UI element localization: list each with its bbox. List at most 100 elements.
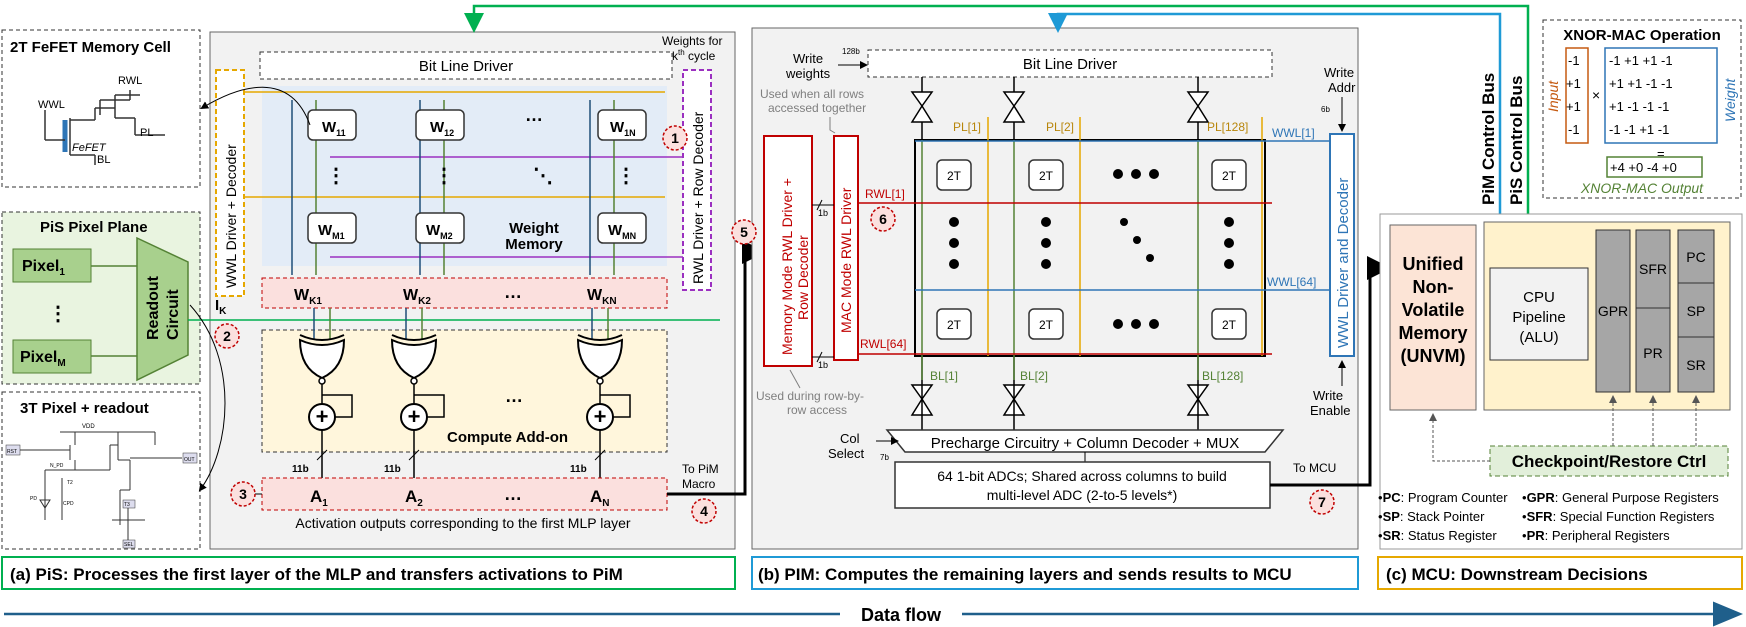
bits-7b: 7b: [880, 453, 889, 462]
pl1-label: PL[1]: [953, 120, 981, 134]
step-5: 5: [740, 224, 748, 240]
pl128-label: PL[128]: [1207, 120, 1248, 134]
data-flow-label: Data flow: [861, 605, 942, 625]
svg-text:Pipeline: Pipeline: [1512, 309, 1565, 326]
pl2-label: PL[2]: [1046, 120, 1074, 134]
pixel-dots: ⋮: [48, 303, 68, 325]
compute-addon-label: Compute Add-on: [447, 429, 568, 446]
svg-text:CPU: CPU: [1523, 289, 1555, 306]
output-label: XNOR-MAC Output: [1580, 180, 1704, 196]
wm1: WM1: [318, 222, 345, 241]
write-weights-line2: weights: [785, 66, 831, 81]
used-row-line1: Used during row-by-: [756, 389, 864, 403]
write-enable-line2: Enable: [1310, 403, 1350, 418]
input-3: -1: [1568, 122, 1580, 137]
weight-row-0: -1 +1 +1 -1: [1609, 53, 1673, 68]
px-t3: T3: [124, 502, 130, 508]
used-all-line2: accessed together: [768, 101, 866, 115]
write-addr-line2: Addr: [1328, 80, 1356, 95]
compute-dots: …: [505, 386, 523, 406]
rwl64-label: RWL[64]: [860, 337, 906, 351]
sfr-label: SFR: [1639, 261, 1667, 277]
w-col2-dots: ⋮: [434, 165, 454, 187]
pim-bus-label: PiM Control Bus: [1479, 73, 1498, 205]
cell-m-2: 2T: [1039, 318, 1054, 332]
wmn: WMN: [608, 222, 636, 241]
cpu-text: CPU Pipeline (ALU): [1512, 289, 1565, 346]
xnor-mac-panel: XNOR-MAC Operation Input -1 +1 +1 -1 × -…: [1542, 19, 1742, 199]
adc-line1: 64 1-bit ADCs; Shared across columns to …: [937, 468, 1226, 484]
sp-label: SP: [1687, 303, 1706, 319]
to-pim-line1: To PiM: [682, 462, 719, 476]
wk1: WK1: [294, 287, 322, 307]
mcu-legend: •PC: Program Counter •SP: Stack Pointer …: [1378, 490, 1719, 543]
step-markers: 1 2 3 4 5 6 7: [214, 125, 1335, 524]
px-rst: RST: [7, 449, 17, 455]
pis-rwl-driver: RWL Driver + Row Decoder: [690, 111, 706, 284]
bits-an: 11b: [570, 464, 587, 475]
step-6: 6: [879, 211, 887, 227]
pis-bus-label: PiS Control Bus: [1507, 76, 1526, 205]
write-weights-line1: Write: [793, 51, 823, 66]
pixel-plane-title: PiS Pixel Plane: [40, 219, 148, 236]
px-pd: PD: [30, 496, 37, 502]
px-npd: N_PD: [50, 463, 64, 469]
weight-row-2: +1 -1 -1 -1: [1609, 99, 1669, 114]
mac-mode-driver: MAC Mode RWL Driver: [838, 187, 854, 333]
precharge-label: Precharge Circuitry + Column Decoder + M…: [931, 435, 1239, 452]
output-vec: +4 +0 -4 +0: [1610, 160, 1677, 175]
bl128-label: BL[128]: [1202, 369, 1243, 383]
w1n: W1N: [610, 119, 636, 138]
cell-1-2: 2T: [1039, 169, 1054, 183]
to-mcu-label: To MCU: [1293, 461, 1336, 475]
to-pim-line2: Macro: [682, 477, 716, 491]
fefet-pl-label: PL: [140, 127, 153, 139]
svg-text:Memory: Memory: [1398, 323, 1467, 343]
rwl1-label: RWL[1]: [865, 187, 905, 201]
w-row-dots: …: [525, 105, 543, 125]
a2: A2: [405, 487, 423, 509]
step-1: 1: [671, 130, 679, 146]
col-select-line1: Col: [840, 431, 860, 446]
pixel-plane-panel: PiS Pixel Plane Pixel1 ⋮ PixelM Readout …: [1, 211, 201, 385]
a-dots: …: [504, 484, 522, 504]
bits-1b-a: 1b: [818, 208, 828, 218]
memory-mode-driver-line2: Row Decoder: [795, 235, 811, 320]
wk-dots: …: [504, 282, 522, 302]
input-0: -1: [1568, 53, 1580, 68]
svg-text:+: +: [316, 404, 329, 429]
input-1: +1: [1566, 76, 1581, 91]
pixel3t-panel: 3T Pixel + readout VD: [1, 391, 201, 550]
px-sel: SEL: [124, 542, 134, 548]
pr-label: PR: [1643, 345, 1662, 361]
svg-text:+: +: [594, 404, 607, 429]
bits-6b: 6b: [1321, 105, 1330, 114]
xnor-title: XNOR-MAC Operation: [1563, 27, 1721, 44]
weights-for-line1: Weights for: [662, 34, 722, 48]
pixelm-label: PixelM: [20, 349, 66, 369]
pc-label: PC: [1686, 249, 1705, 265]
cell-1-n: 2T: [1222, 169, 1237, 183]
weight-label: Weight: [1722, 78, 1738, 122]
cell-1-1: 2T: [947, 169, 962, 183]
wkn: WKN: [587, 287, 617, 307]
pim-bit-line-driver: Bit Line Driver: [1023, 56, 1117, 73]
cell-m-1: 2T: [947, 318, 962, 332]
sr-label: SR: [1686, 357, 1705, 373]
pis-bit-line-driver: Bit Line Driver: [419, 58, 513, 75]
legend-sfr: •SFR: Special Function Registers: [1522, 509, 1715, 524]
readout-line2: Circuit: [165, 289, 182, 340]
input-label: Input: [1545, 80, 1561, 112]
pis-wwl-driver: WWL Driver + Decoder: [223, 144, 239, 288]
write-enable-line1: Write: [1313, 388, 1343, 403]
adc-line2: multi-level ADC (2-to-5 levels*): [987, 487, 1178, 503]
fefet-wwl-label: WWL: [38, 99, 65, 111]
step-2: 2: [223, 328, 231, 344]
w-diag-dots: ⋱: [533, 165, 553, 187]
bits-128: 128b: [842, 47, 860, 56]
cell-m-n: 2T: [1222, 318, 1237, 332]
bl2-label: BL[2]: [1020, 369, 1048, 383]
gpr-label: GPR: [1598, 303, 1628, 319]
legend-pc: •PC: Program Counter: [1378, 490, 1508, 505]
fefet-bl-label: BL: [97, 154, 110, 166]
